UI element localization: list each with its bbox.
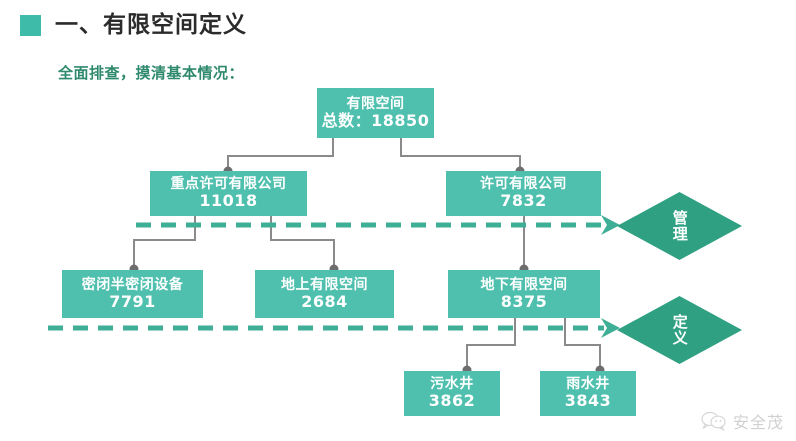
node-rain-well-label: 雨水井 [566, 376, 610, 393]
node-sealed-equipment-value: 7791 [109, 291, 156, 311]
node-company-value: 7832 [500, 191, 547, 211]
diamond-management-label: 管理 [670, 210, 689, 242]
node-key-company-value: 11018 [199, 191, 258, 211]
node-company-label: 许可有限公司 [480, 176, 567, 193]
node-key-company[interactable]: 重点许可有限公司 11018 [150, 171, 307, 216]
node-key-company-label: 重点许可有限公司 [170, 176, 287, 193]
node-sealed-equipment[interactable]: 密闭半密闭设备 7791 [62, 270, 203, 318]
page-header: 一、有限空间定义 [20, 10, 247, 40]
node-sealed-equipment-label: 密闭半密闭设备 [81, 276, 184, 293]
watermark-text: 安全茂 [732, 413, 784, 432]
node-sewage-well[interactable]: 污水井 3862 [404, 371, 500, 416]
diamond-definition[interactable]: 定义 [617, 296, 742, 364]
node-above-ground-value: 2684 [301, 291, 348, 311]
node-total-label: 有限空间 [346, 95, 405, 112]
wechat-icon [701, 411, 726, 431]
node-total[interactable]: 有限空间 总数：18850 [317, 88, 434, 138]
node-below-ground-label: 地下有限空间 [480, 276, 568, 293]
node-below-ground[interactable]: 地下有限空间 8375 [448, 270, 600, 318]
node-sewage-well-label: 污水井 [430, 376, 474, 393]
node-above-ground[interactable]: 地上有限空间 2684 [255, 270, 394, 318]
page-title: 一、有限空间定义 [55, 11, 247, 38]
header-bullet-square [20, 14, 41, 36]
node-below-ground-value: 8375 [500, 291, 548, 311]
node-rain-well-value: 3843 [564, 391, 612, 411]
node-company[interactable]: 许可有限公司 7832 [446, 171, 601, 216]
node-above-ground-label: 地上有限空间 [281, 276, 368, 293]
diamond-management[interactable]: 管理 [617, 192, 742, 260]
node-sewage-well-value: 3862 [428, 391, 476, 411]
node-total-value: 总数：18850 [321, 110, 430, 130]
diamond-definition-label: 定义 [670, 314, 689, 346]
subtitle-text: 全面排查，摸清基本情况： [58, 64, 245, 82]
watermark: 安全茂 [701, 409, 784, 433]
node-rain-well[interactable]: 雨水井 3843 [540, 371, 636, 416]
